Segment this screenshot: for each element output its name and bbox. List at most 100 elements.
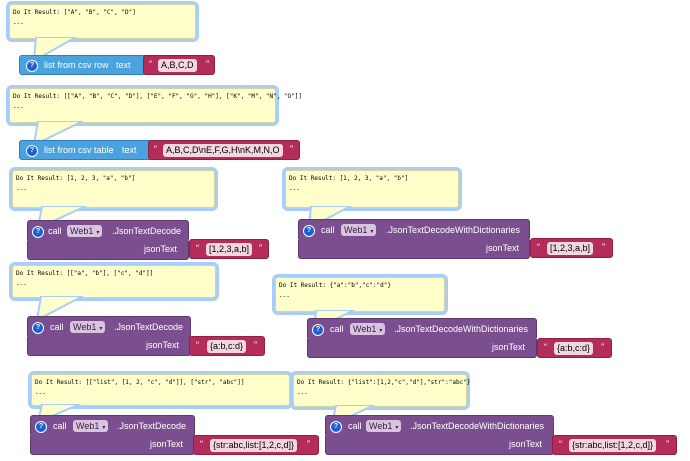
chevron-down-icon: ▾ <box>102 425 106 431</box>
chevron-down-icon: ▾ <box>395 425 399 431</box>
call-label: call <box>321 225 335 235</box>
comment-bubble: Do It Result: {"a":"b","c":"d"} --- <box>275 277 445 312</box>
chevron-down-icon: ▾ <box>96 230 100 236</box>
close-quote: ” <box>307 439 310 449</box>
close-quote: ” <box>666 439 669 449</box>
call-web1-json-text-decode-with-dictionaries-block[interactable]: ? call Web1▾ .JsonTextDecodeWithDictiona… <box>325 415 554 437</box>
comment-line: Do It Result: [["list", [1, 2, "c", "d"]… <box>35 379 245 386</box>
text-block[interactable]: “ {a:b,c:d} ” <box>189 336 265 356</box>
component-dropdown[interactable]: Web1▾ <box>70 321 106 333</box>
text-value[interactable]: {str:abc,list:[1,2,c,d]} <box>210 439 298 452</box>
comment-line: --- <box>13 20 24 27</box>
text-block[interactable]: “ A,B,C,D ” <box>143 55 215 75</box>
comment-bubble: Do It Result: [["list", [1, 2, "c", "d"]… <box>31 374 290 406</box>
close-quote: ” <box>206 59 209 69</box>
call-web1-json-text-decode-block[interactable]: ? call Web1▾ .JsonTextDecode <box>27 220 189 242</box>
open-quote: “ <box>200 439 203 449</box>
comment-bubble: Do It Result: [["A", "B", "C", "D"], ["E… <box>9 88 302 123</box>
open-quote: “ <box>559 439 562 449</box>
text-value[interactable]: A,B,C,D <box>158 59 197 72</box>
component-name: Web1 <box>70 226 94 236</box>
call-web1-json-text-decode-block[interactable]: ? call Web1▾ .JsonTextDecode <box>27 316 191 338</box>
close-quote: ” <box>254 340 257 350</box>
text-value[interactable]: {a:b,c:d} <box>207 340 247 353</box>
param-label: text <box>122 145 137 155</box>
call-label: call <box>50 322 64 332</box>
open-quote: “ <box>544 342 547 352</box>
text-value[interactable]: A,B,C,D\nE,F,G,H\nK,M,N,O <box>163 144 283 157</box>
param-label: jsonText <box>509 439 543 449</box>
list-from-csv-table-block[interactable]: ? list from csv table text <box>19 140 153 160</box>
param-label: jsonText <box>486 243 520 253</box>
param-label: jsonText <box>144 244 178 254</box>
call-label: call <box>53 421 67 431</box>
text-block[interactable]: “ A,B,C,D\nE,F,G,H\nK,M,N,O ” <box>148 140 300 160</box>
help-icon[interactable]: ? <box>35 421 47 433</box>
component-name: Web1 <box>73 322 97 332</box>
text-value[interactable]: [1,2,3,a,b] <box>547 242 594 255</box>
text-block[interactable]: “ {a:b,c:d} ” <box>537 338 612 358</box>
list-from-csv-row-block[interactable]: ? list from csv row text <box>19 55 148 75</box>
open-quote: “ <box>154 144 157 154</box>
comment-bubble: Do It Result: [1, 2, 3, "a", "b"] --- <box>12 170 215 208</box>
block-label: list from csv row <box>44 60 109 70</box>
method-name: .JsonTextDecodeWithDictionaries <box>386 225 521 235</box>
call-label: call <box>348 421 362 431</box>
comment-line: Do It Result: ["A", "B", "C", "D"] <box>13 9 136 16</box>
text-block[interactable]: “ [1,2,3,a,b] ” <box>530 238 613 258</box>
comment-line: Do It Result: [1, 2, 3, "a", "b"] <box>289 175 409 182</box>
component-dropdown[interactable]: Web1▾ <box>67 225 103 237</box>
method-name: .JsonTextDecode <box>112 226 182 236</box>
comment-line: --- <box>16 186 27 193</box>
component-name: Web1 <box>353 324 377 334</box>
call-label: call <box>330 324 344 334</box>
call-block-param-area: jsonText <box>307 339 537 358</box>
method-name: .JsonTextDecodeWithDictionaries <box>410 421 545 431</box>
text-block[interactable]: “ {str:abc,list:[1,2,c,d]} ” <box>193 435 319 455</box>
help-icon[interactable]: ? <box>303 225 315 237</box>
help-icon[interactable]: ? <box>32 226 44 238</box>
comment-bubble: Do It Result: {"list":[1,2,"c","d"],"str… <box>293 374 471 407</box>
comment-bubble: Do It Result: [1, 2, 3, "a", "b"] --- <box>285 170 459 208</box>
call-block-param-area: jsonText <box>325 436 554 455</box>
chevron-down-icon: ▾ <box>370 229 374 235</box>
help-icon[interactable]: ? <box>312 324 324 336</box>
comment-tail <box>32 121 84 147</box>
help-icon[interactable]: ? <box>330 421 342 433</box>
comment-bubble: Do It Result: ["A", "B", "C", "D"] --- <box>9 4 196 39</box>
component-dropdown[interactable]: Web1▾ <box>341 224 377 236</box>
component-dropdown[interactable]: Web1▾ <box>366 420 402 432</box>
chevron-down-icon: ▾ <box>99 326 103 332</box>
comment-line: Do It Result: {"a":"b","c":"d"} <box>279 282 391 289</box>
text-value[interactable]: {str:abc,list:[1,2,c,d]} <box>569 439 657 452</box>
help-icon[interactable]: ? <box>26 60 38 72</box>
component-dropdown[interactable]: Web1▾ <box>350 323 386 335</box>
component-dropdown[interactable]: Web1▾ <box>73 420 109 432</box>
comment-line: --- <box>13 104 24 111</box>
call-web1-json-text-decode-with-dictionaries-block[interactable]: ? call Web1▾ .JsonTextDecodeWithDictiona… <box>298 219 530 241</box>
component-name: Web1 <box>344 225 368 235</box>
method-name: .JsonTextDecode <box>114 322 184 332</box>
comment-tail <box>35 296 84 322</box>
close-quote: ” <box>602 242 605 252</box>
open-quote: “ <box>196 243 199 253</box>
text-block[interactable]: “ [1,2,3,a,b] ” <box>189 239 269 259</box>
call-web1-json-text-decode-with-dictionaries-block[interactable]: ? call Web1▾ .JsonTextDecodeWithDictiona… <box>307 318 537 340</box>
close-quote: ” <box>259 243 262 253</box>
chevron-down-icon: ▾ <box>379 328 383 334</box>
open-quote: “ <box>537 242 540 252</box>
call-block-param-area: jsonText <box>27 241 189 260</box>
help-icon[interactable]: ? <box>26 145 38 157</box>
text-value[interactable]: [1,2,3,a,b] <box>206 243 253 256</box>
comment-line: Do It Result: {"list":[1,2,"c","d"],"str… <box>297 379 471 386</box>
call-block-param-area: jsonText <box>30 436 195 455</box>
call-web1-json-text-decode-block[interactable]: ? call Web1▾ .JsonTextDecode <box>30 415 195 437</box>
help-icon[interactable]: ? <box>32 322 44 334</box>
param-label: jsonText <box>146 340 180 350</box>
text-block[interactable]: “ {str:abc,list:[1,2,c,d]} ” <box>552 435 677 455</box>
method-name: .JsonTextDecode <box>117 421 187 431</box>
param-label: jsonText <box>150 439 184 449</box>
block-label: list from csv table <box>44 145 114 155</box>
comment-line: --- <box>289 186 300 193</box>
text-value[interactable]: {a:b,c:d} <box>554 342 594 355</box>
